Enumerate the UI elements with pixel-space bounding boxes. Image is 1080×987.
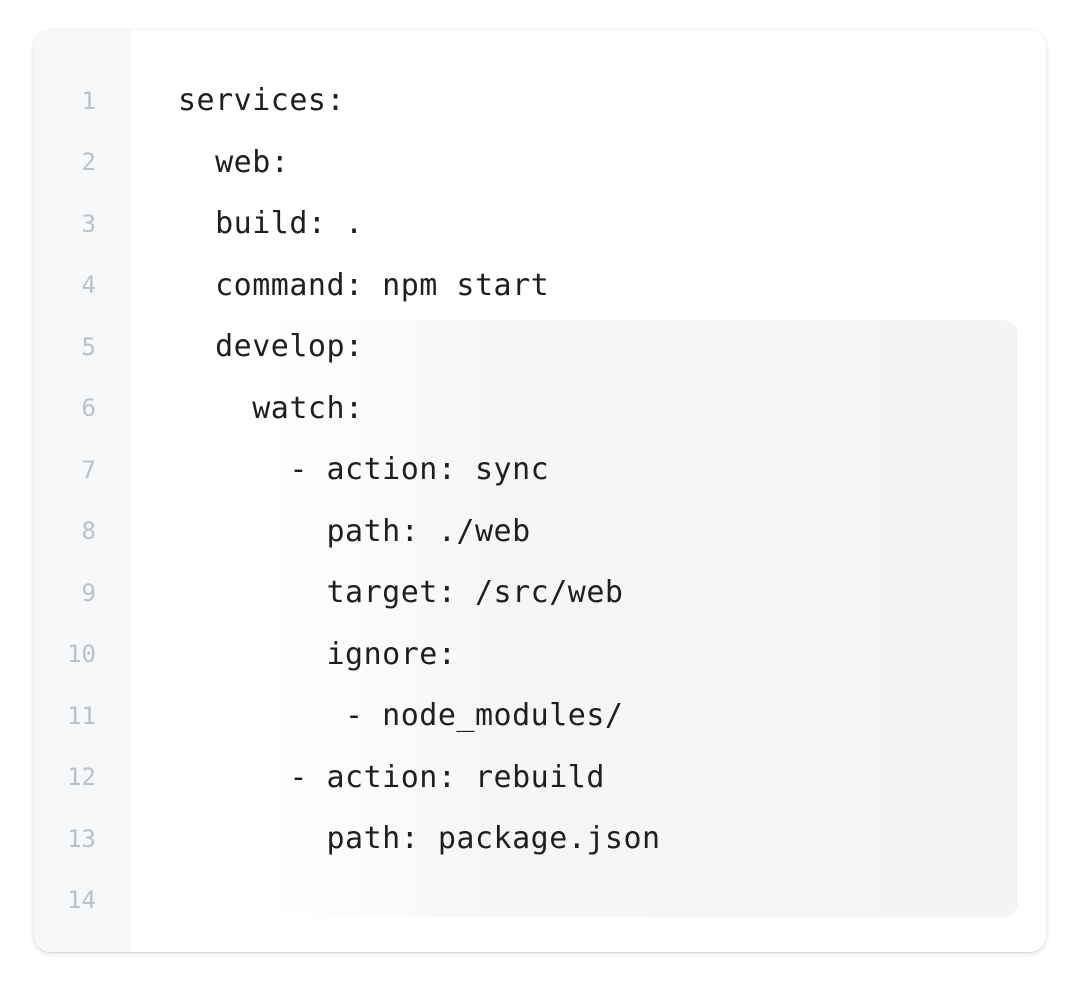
line-number: 1	[81, 86, 96, 115]
line-number: 7	[81, 455, 96, 484]
code-lines: 1 services: 2 web: 3 build: . 4 command:…	[34, 70, 1046, 931]
code-text[interactable]: path: ./web	[178, 513, 531, 549]
code-line: 10 ignore:	[34, 624, 1046, 686]
line-number: 14	[67, 886, 96, 915]
code-text[interactable]: target: /src/web	[178, 575, 624, 611]
code-line: 8 path: ./web	[34, 501, 1046, 563]
code-line: 7 - action: sync	[34, 439, 1046, 501]
code-line: 3 build: .	[34, 193, 1046, 255]
code-text[interactable]: watch:	[178, 390, 364, 426]
line-number: 3	[81, 209, 96, 238]
code-line: 9 target: /src/web	[34, 562, 1046, 624]
line-number: 4	[81, 271, 96, 300]
code-text[interactable]: - action: sync	[178, 452, 550, 488]
code-text[interactable]: - action: rebuild	[178, 759, 605, 795]
line-number: 5	[81, 332, 96, 361]
line-number: 2	[81, 148, 96, 177]
code-line: 6 watch:	[34, 378, 1046, 440]
line-number-gutter	[34, 30, 131, 952]
code-text[interactable]: web:	[178, 144, 290, 180]
line-number: 12	[67, 763, 96, 792]
line-number: 13	[67, 824, 96, 853]
highlighted-code-block	[270, 320, 1018, 917]
code-line: 14	[34, 870, 1046, 932]
code-text[interactable]: command: npm start	[178, 267, 550, 303]
code-line: 1 services:	[34, 70, 1046, 132]
code-text[interactable]: services:	[178, 83, 346, 119]
line-number: 11	[67, 701, 96, 730]
code-line: 5 develop:	[34, 316, 1046, 378]
code-line: 4 command: npm start	[34, 255, 1046, 317]
code-editor-panel[interactable]: 1 services: 2 web: 3 build: . 4 command:…	[34, 30, 1046, 952]
line-number: 6	[81, 394, 96, 423]
code-line: 13 path: package.json	[34, 808, 1046, 870]
line-number: 9	[81, 578, 96, 607]
code-text[interactable]: path: package.json	[178, 821, 661, 857]
code-line: 2 web:	[34, 132, 1046, 194]
code-text[interactable]: develop:	[178, 329, 364, 365]
code-text[interactable]: ignore:	[178, 636, 457, 672]
line-number: 10	[67, 640, 96, 669]
code-line: 11 - node_modules/	[34, 685, 1046, 747]
code-line: 12 - action: rebuild	[34, 747, 1046, 809]
code-text[interactable]: - node_modules/	[178, 698, 624, 734]
line-number: 8	[81, 517, 96, 546]
code-text[interactable]: build: .	[178, 206, 364, 242]
